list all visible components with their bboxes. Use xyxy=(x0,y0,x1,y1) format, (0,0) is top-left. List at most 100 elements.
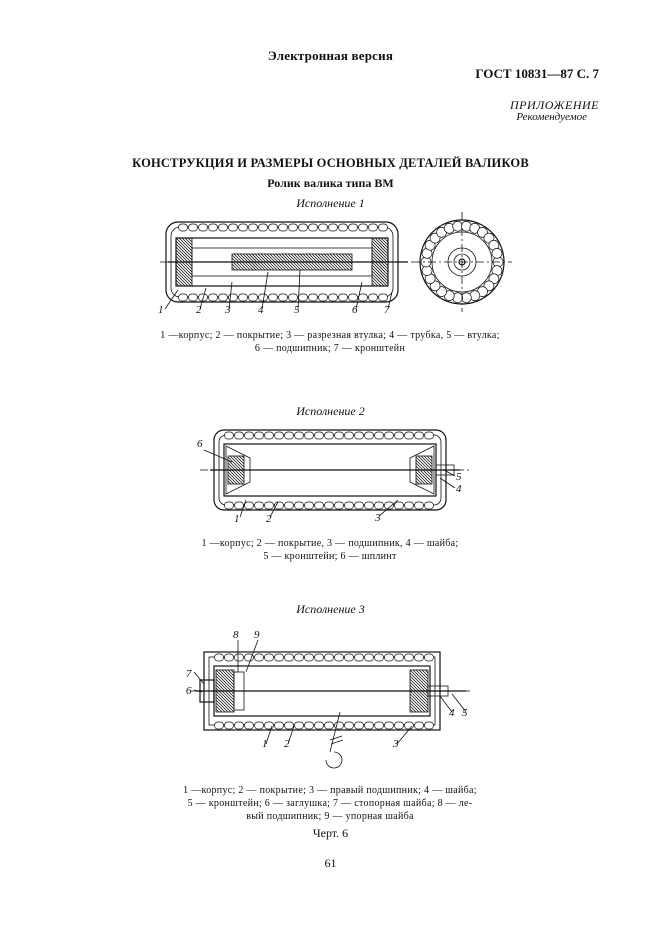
right-bearing xyxy=(371,276,382,287)
right-bearing xyxy=(409,696,426,713)
covering-cell xyxy=(264,653,274,662)
covering-cell xyxy=(224,721,234,730)
covering-cell xyxy=(234,431,244,440)
covering-cell xyxy=(214,721,224,730)
covering-cell xyxy=(374,653,384,662)
left-bearing-hatch xyxy=(227,468,244,485)
section-tick xyxy=(330,739,344,745)
leader-line xyxy=(261,271,269,310)
callout-9: 9 xyxy=(254,629,260,641)
covering-cell xyxy=(414,431,424,440)
covering-cell xyxy=(314,501,324,510)
leader-line xyxy=(297,269,301,310)
leader-line xyxy=(439,477,456,489)
covering-cell xyxy=(394,431,404,440)
covering-cell xyxy=(288,223,298,232)
section-tick xyxy=(329,735,343,741)
covering-cell xyxy=(254,431,264,440)
left-bearing-hatch xyxy=(227,474,238,485)
hub-middle xyxy=(453,253,471,271)
callout-2: 2 xyxy=(266,513,272,525)
covering-cell xyxy=(354,431,364,440)
callout-1: 1 xyxy=(158,304,164,316)
right-bearing xyxy=(371,237,389,255)
leader-line xyxy=(378,499,399,517)
covering-cell xyxy=(308,293,318,302)
left-bearing xyxy=(181,237,193,249)
covering-cell xyxy=(374,501,384,510)
left-bearing-hatch xyxy=(241,455,245,459)
callout-5: 5 xyxy=(294,304,300,316)
left-bearing xyxy=(215,708,220,713)
callout-6: 6 xyxy=(197,438,203,450)
covering-cell xyxy=(384,431,394,440)
covering-cell xyxy=(188,223,198,232)
right-bearing xyxy=(424,669,429,674)
right-bearing xyxy=(412,669,429,686)
covering-cell xyxy=(238,223,248,232)
right-bearing-hatch xyxy=(415,471,429,485)
covering-cell xyxy=(234,721,244,730)
bushing xyxy=(338,253,353,268)
appendix-label: ПРИЛОЖЕНИЕ xyxy=(510,98,599,112)
right-bearing-hatch xyxy=(415,465,433,483)
bushing xyxy=(350,253,353,256)
covering-cell xyxy=(294,721,304,730)
covering-cell xyxy=(254,721,264,730)
left-bearing-hatch xyxy=(227,477,235,485)
covering-cell xyxy=(278,223,288,232)
callout-4: 4 xyxy=(456,483,462,495)
left-bearing xyxy=(175,237,193,255)
section-title: КОНСТРУКЦИЯ И РАЗМЕРЫ ОСНОВНЫХ ДЕТАЛЕЙ В… xyxy=(132,156,529,170)
bushing xyxy=(231,257,245,271)
right-bearing xyxy=(371,246,389,264)
covering-cell xyxy=(348,223,358,232)
covering-cell xyxy=(308,223,318,232)
right-bearing xyxy=(421,669,429,677)
covering-cell xyxy=(314,431,324,440)
covering-cell xyxy=(294,501,304,510)
leader-line xyxy=(239,499,247,518)
leader-line xyxy=(387,291,393,310)
covering-cell xyxy=(254,501,264,510)
callout-8: 8 xyxy=(233,629,239,641)
left-bearing xyxy=(227,669,235,677)
leader-line xyxy=(193,689,203,693)
covering-cell xyxy=(318,223,328,232)
right-bearing xyxy=(409,672,429,692)
left-bearing xyxy=(215,684,235,704)
leader-line xyxy=(443,469,456,477)
covering-cell xyxy=(378,293,388,302)
covering-cell xyxy=(354,501,364,510)
covering-cell xyxy=(178,223,188,232)
right-bearing xyxy=(371,267,389,285)
covering-cell xyxy=(228,223,238,232)
left-bearing xyxy=(218,669,235,686)
covering-cell xyxy=(178,293,188,302)
figure-label: Черт. 6 xyxy=(312,826,349,840)
left-bearing xyxy=(175,279,183,287)
callout-3: 3 xyxy=(392,738,399,750)
covering-cell xyxy=(334,653,344,662)
covering-cell xyxy=(208,223,218,232)
covering-cell xyxy=(344,653,354,662)
left-bearing xyxy=(175,273,189,287)
covering-cell xyxy=(208,293,218,302)
callout-1: 1 xyxy=(234,513,240,525)
left-bearing xyxy=(187,237,193,243)
covering-cell xyxy=(404,431,414,440)
covering-cell xyxy=(258,223,268,232)
variant-2-legend: 1 —корпус; 2 — покрытие, 3 — подшипник, … xyxy=(150,537,510,563)
right-bearing xyxy=(371,252,389,270)
right-bearing-hatch xyxy=(415,480,420,485)
left-bearing xyxy=(175,264,193,282)
variant-3-title: Исполнение 3 xyxy=(296,602,365,616)
covering-cell xyxy=(244,501,254,510)
covering-cell xyxy=(218,223,228,232)
covering-cell xyxy=(324,721,334,730)
covering-cell xyxy=(328,223,338,232)
covering-cell xyxy=(284,653,294,662)
